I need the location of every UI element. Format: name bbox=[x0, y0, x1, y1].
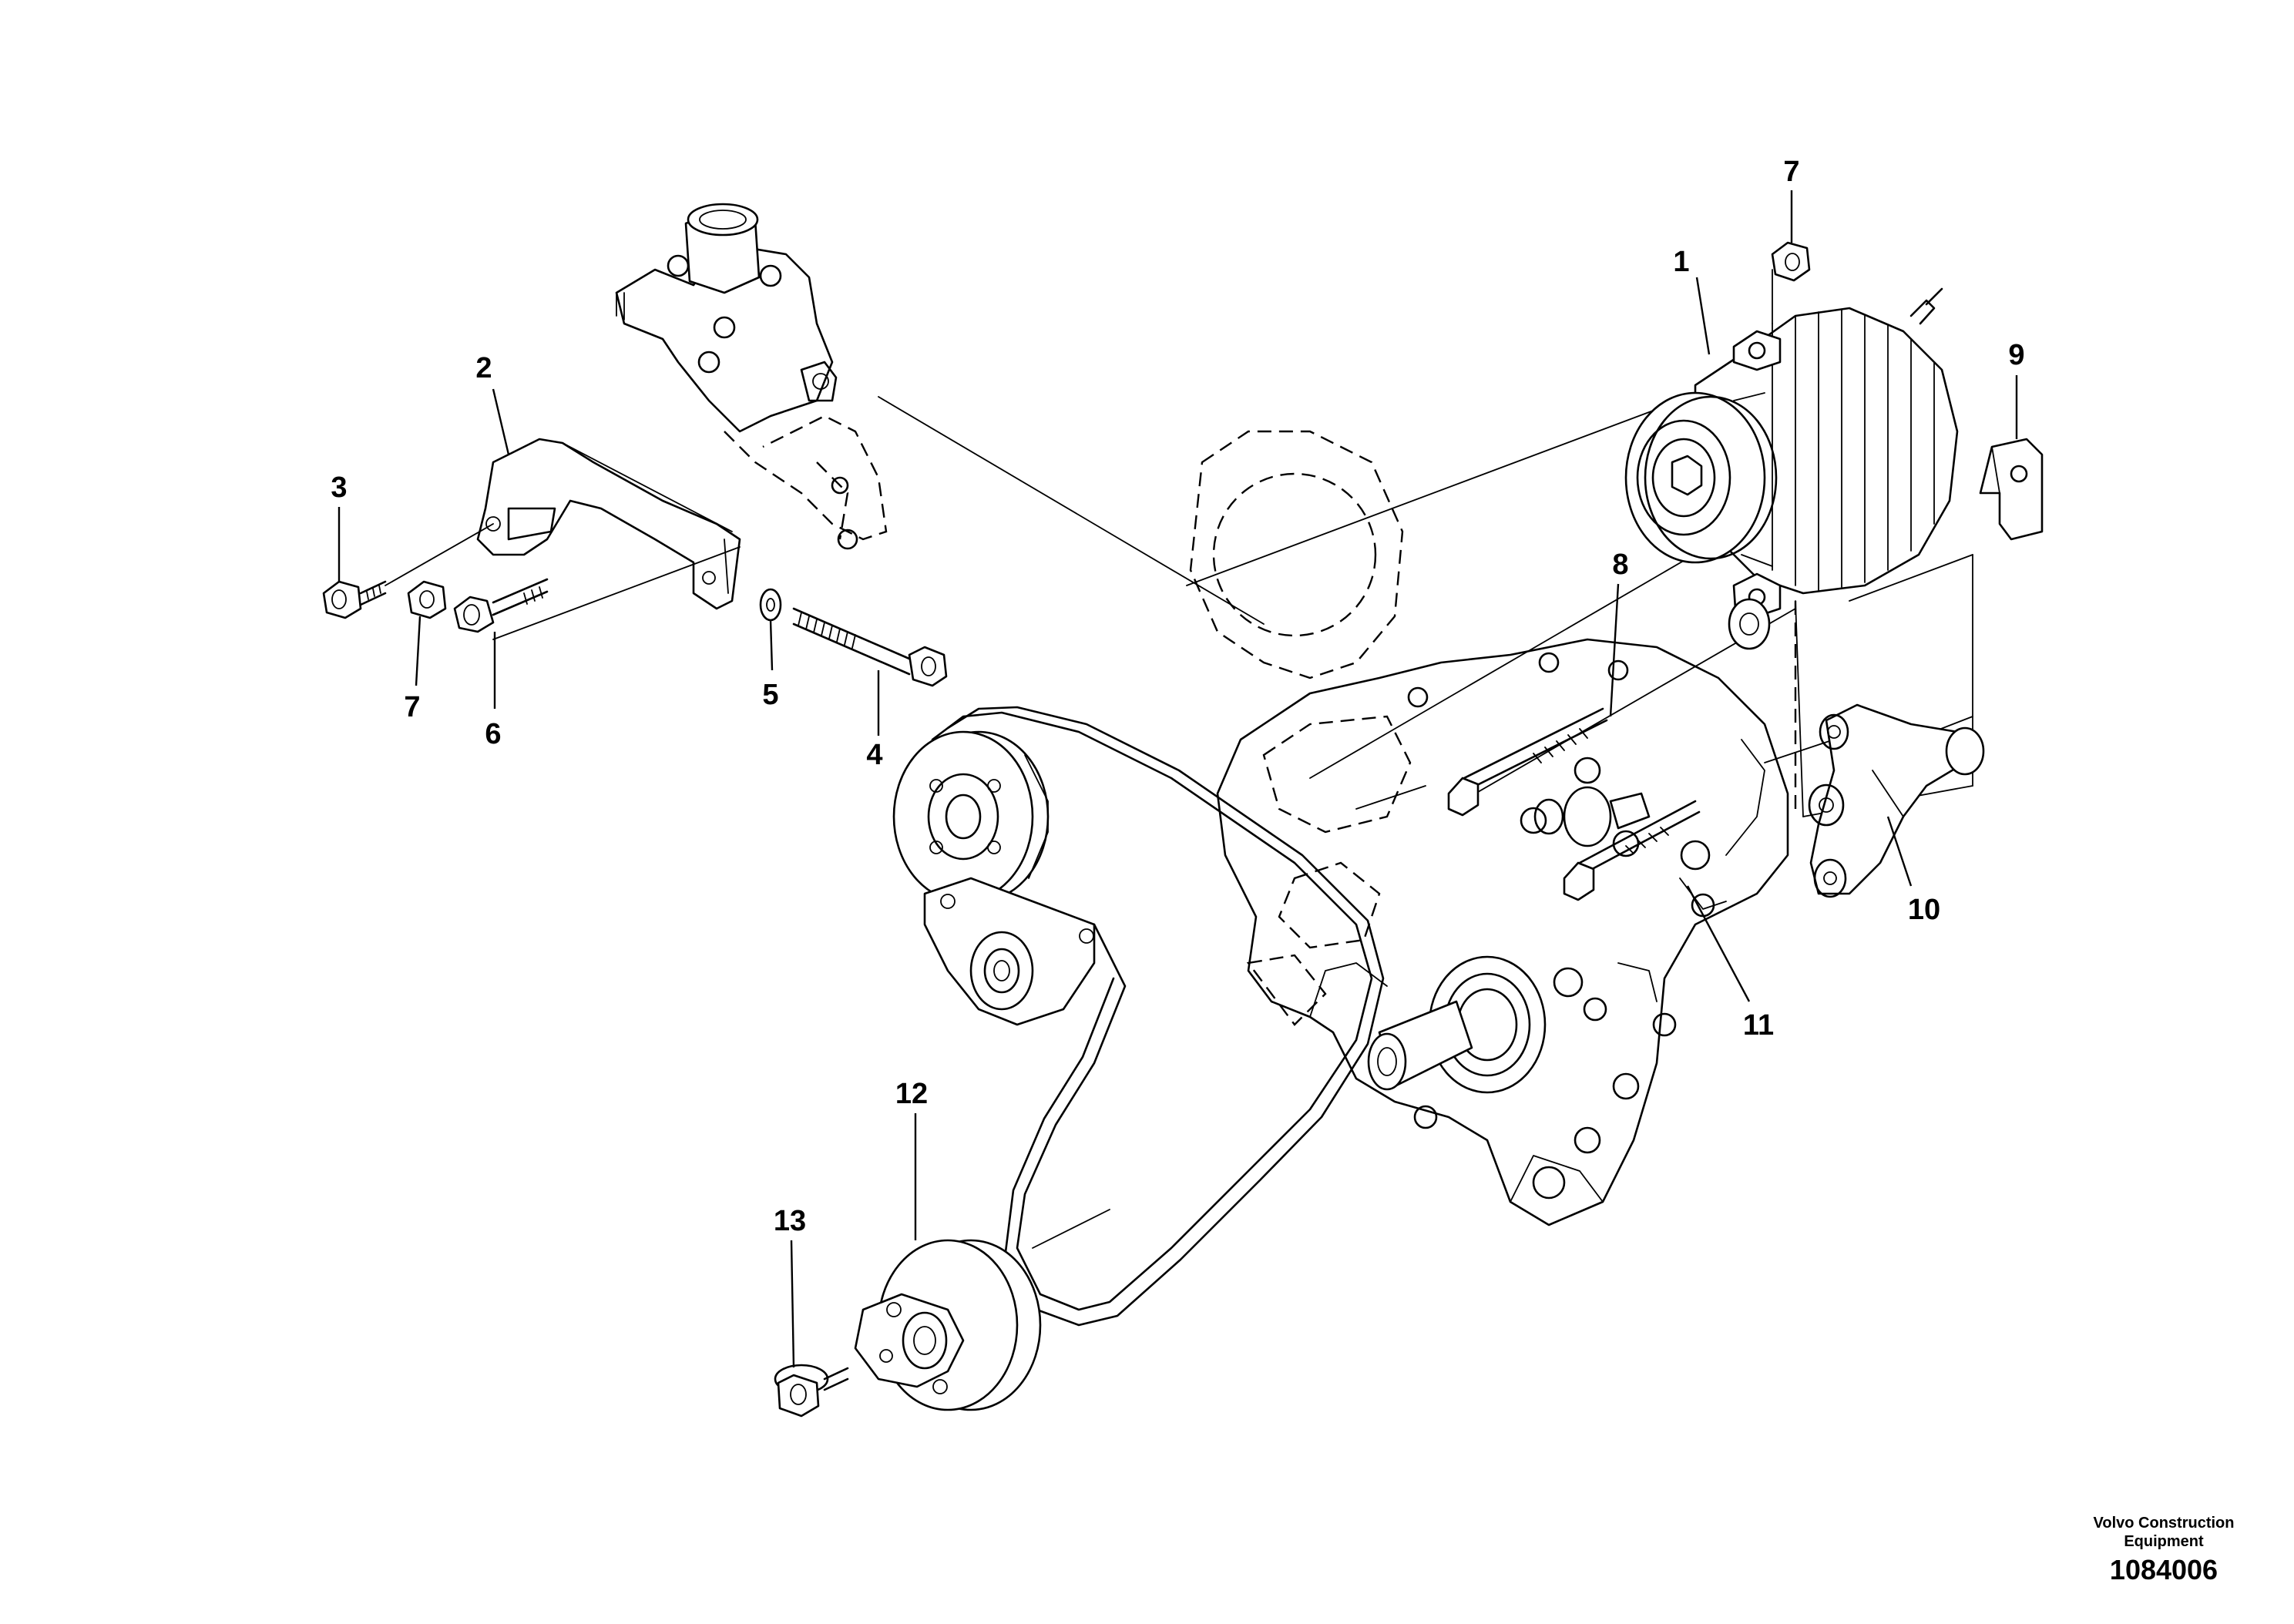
callout-2: 2 bbox=[475, 352, 492, 384]
spacer-part-9 bbox=[1979, 438, 2044, 541]
callout-leaders bbox=[338, 190, 2018, 1368]
nut-top-part-7 bbox=[1771, 241, 1811, 324]
studs-part-8 bbox=[1447, 707, 1701, 901]
drive-belt bbox=[931, 706, 1385, 1327]
footer-block: Volvo Construction Equipment 1084006 bbox=[2094, 1515, 2235, 1585]
callout-labels: 1 2 3 4 5 6 7 7 8 9 10 11 12 13 bbox=[331, 156, 2024, 1237]
manufacturer-line-2: Equipment bbox=[2124, 1533, 2204, 1550]
callout-7-left: 7 bbox=[404, 691, 420, 723]
bolt-part-13 bbox=[774, 1364, 849, 1418]
callout-11: 11 bbox=[1743, 1009, 1774, 1042]
engine-front-housing bbox=[1189, 430, 1789, 1226]
bolt-part-4 bbox=[792, 607, 948, 687]
callout-5: 5 bbox=[762, 679, 778, 711]
callout-1: 1 bbox=[1673, 246, 1689, 278]
bracket-part-10 bbox=[1808, 703, 1985, 898]
manufacturer-line-1: Volvo Construction bbox=[2094, 1515, 2235, 1532]
bracket-part-2 bbox=[476, 438, 741, 610]
callout-8: 8 bbox=[1612, 549, 1628, 581]
belt-tensioner bbox=[923, 877, 1096, 1026]
callout-3: 3 bbox=[331, 471, 347, 504]
assembly-reference-lines bbox=[878, 396, 1973, 817]
callout-9: 9 bbox=[2008, 339, 2024, 371]
crank-pulley-part-12 bbox=[854, 1239, 1042, 1411]
callout-13: 13 bbox=[774, 1205, 806, 1237]
callout-10: 10 bbox=[1908, 894, 1940, 926]
callout-7-top: 7 bbox=[1783, 156, 1799, 188]
callout-4: 4 bbox=[866, 739, 882, 771]
bolt-part-3 bbox=[322, 523, 494, 619]
drawing-number: 1084006 bbox=[2110, 1554, 2218, 1585]
nut-left-part-7 bbox=[407, 580, 447, 619]
water-pump-pulley bbox=[892, 730, 1050, 903]
callout-12: 12 bbox=[895, 1078, 928, 1110]
thermostat-housing bbox=[615, 203, 888, 550]
alternator bbox=[1624, 287, 1959, 650]
callout-6: 6 bbox=[485, 718, 501, 750]
washer-part-5 bbox=[759, 588, 782, 622]
bolt-part-6 bbox=[453, 546, 741, 640]
